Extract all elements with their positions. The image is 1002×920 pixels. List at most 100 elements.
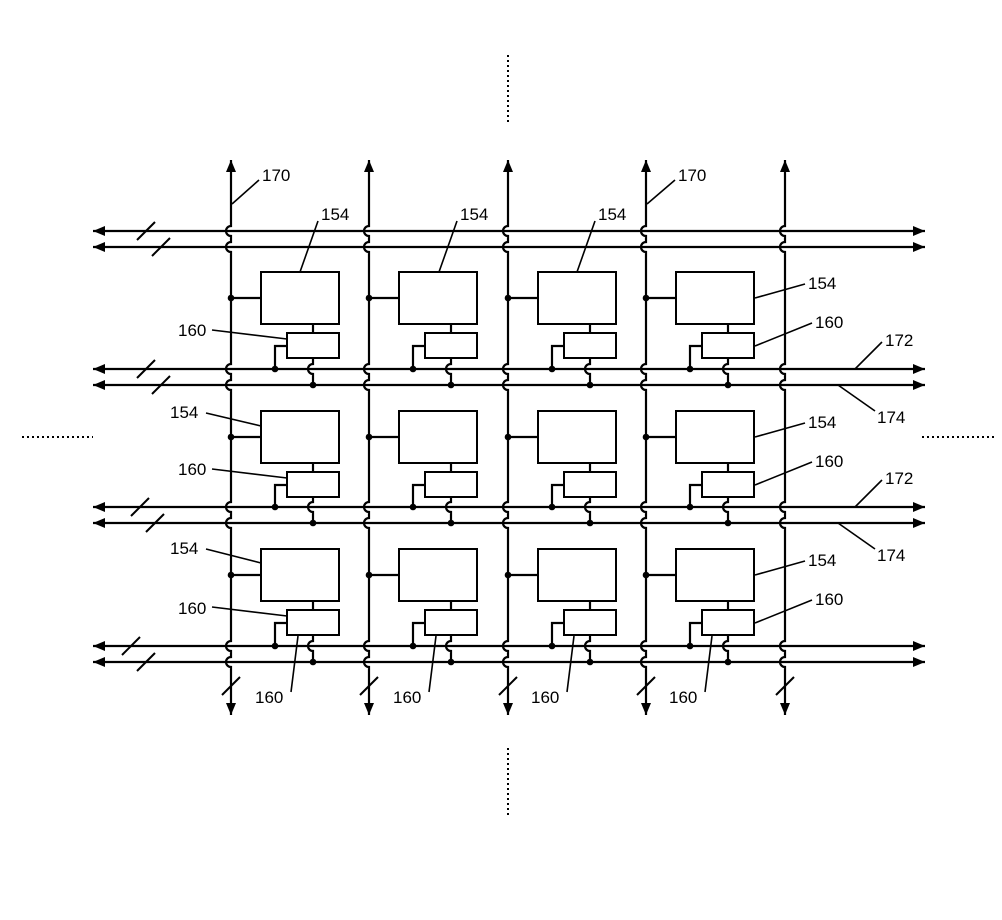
junction-dot [227,571,235,579]
bus-slash-mark [145,513,165,533]
connection-wire [721,497,730,523]
junction-dot [447,381,455,389]
bus-slash-mark [775,676,795,696]
sub-block [424,332,478,359]
leader-line [231,179,260,205]
sub-block [424,471,478,498]
column-line [362,160,374,715]
leader-line [205,412,262,427]
leader-line [211,468,288,479]
circuit-block [398,271,478,325]
connection-wire [306,358,315,385]
leader-line [704,635,713,693]
reference-label-154: 154 [460,205,488,224]
connection-wire [721,358,730,385]
circuit-block [537,548,617,602]
connection-wire [411,344,425,369]
leader-line [754,283,806,299]
leader-line [754,322,813,347]
reference-label-160: 160 [815,313,843,332]
reference-label-154: 154 [808,413,836,432]
junction-dot [642,294,650,302]
connection-wire [688,344,702,369]
circuit-block [675,271,755,325]
sub-block [701,609,755,636]
connection-wire [444,635,453,662]
reference-label-160: 160 [178,321,206,340]
sub-block [563,609,617,636]
sub-block [286,332,340,359]
connection-wire [273,483,287,507]
junction-dot [548,642,556,650]
junction-dot [227,294,235,302]
junction-dot [504,294,512,302]
junction-dot [548,503,556,511]
connection-wire [273,621,287,646]
junction-dot [586,519,594,527]
junction-dot [409,365,417,373]
connection-wire [721,635,730,662]
connection-wire [273,344,287,369]
sub-block [286,609,340,636]
bus-slash-mark [136,221,156,241]
circuit-block [398,410,478,464]
leader-line [205,548,262,564]
reference-label-174: 174 [877,546,905,565]
reference-label-170: 170 [262,166,290,185]
connection-wire [688,621,702,646]
leader-line [754,461,813,486]
junction-dot [548,365,556,373]
reference-label-160: 160 [178,460,206,479]
leader-line [428,635,437,693]
reference-label-154: 154 [170,403,198,422]
leader-line [837,522,876,550]
connection-wire [583,497,592,523]
reference-label-172: 172 [885,331,913,350]
leader-line [837,384,876,412]
reference-label-172: 172 [885,469,913,488]
reference-label-160: 160 [255,688,283,707]
junction-dot [504,571,512,579]
junction-dot [686,365,694,373]
connection-wire [306,635,315,662]
connection-wire [550,483,564,507]
junction-dot [409,642,417,650]
sub-block [286,471,340,498]
junction-dot [309,519,317,527]
circuit-block [260,548,340,602]
junction-dot [724,519,732,527]
leader-line [211,329,288,340]
junction-dot [271,503,279,511]
sub-block [424,609,478,636]
reference-label-160: 160 [178,599,206,618]
bus-slash-mark [498,676,518,696]
bus-slash-mark [151,375,171,395]
leader-line [854,341,883,370]
reference-label-154: 154 [321,205,349,224]
junction-dot [365,571,373,579]
connection-wire [583,635,592,662]
leader-line [754,599,813,624]
bus-slash-mark [130,497,150,517]
junction-dot [409,503,417,511]
reference-label-154: 154 [170,539,198,558]
sub-block [563,332,617,359]
reference-label-160: 160 [531,688,559,707]
connection-wire [444,497,453,523]
bus-slash-mark [151,237,171,257]
junction-dot [271,365,279,373]
reference-label-174: 174 [877,408,905,427]
leader-line [576,220,596,273]
leader-line [299,220,319,273]
reference-label-154: 154 [808,551,836,570]
connection-wire [688,483,702,507]
bus-slash-mark [136,652,156,672]
column-line [224,160,236,715]
junction-dot [447,658,455,666]
junction-dot [642,571,650,579]
circuit-block [675,548,755,602]
connection-wire [550,621,564,646]
reference-label-154: 154 [598,205,626,224]
junction-dot [447,519,455,527]
